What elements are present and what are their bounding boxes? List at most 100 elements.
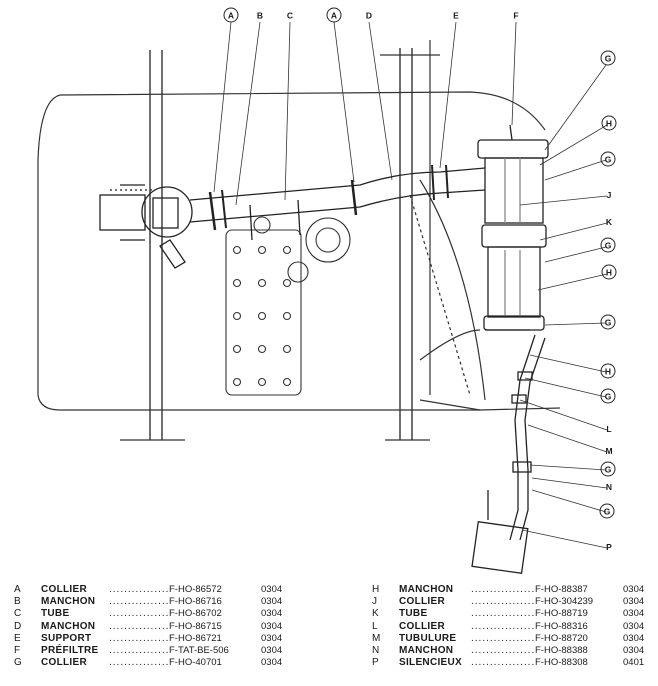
part-code: M [372,632,381,644]
callout-top-b: B [257,11,263,21]
part-qty: 0304 [623,608,645,620]
part-code: A [14,584,21,595]
part-qty: 0304 [623,645,645,657]
leader-dots: .................. [471,608,535,620]
leader-dots: .................. [109,645,169,657]
part-ref: F-HO-88719 [535,608,588,620]
callout-label: M [605,446,612,456]
prefilter-assembly [99,184,193,269]
part-qty: 0304 [623,584,645,595]
legend-row: E SUPPORT .................. F-HO-86721 … [14,633,314,645]
part-ref: F-HO-86721 [169,632,222,644]
engine-block [225,216,351,396]
part-name: MANCHON [41,596,96,608]
callout-right-g-7: G [599,503,615,519]
intake-tube [189,164,486,241]
callout-right-g-3: G [600,237,616,253]
part-qty: 0304 [623,620,645,632]
callout-label: P [606,542,612,552]
part-qty: 0304 [623,596,645,608]
leader-dots: .................. [471,657,535,669]
part-name: COLLIER [399,620,445,632]
callout-label: K [606,217,613,227]
callout-label: D [366,11,372,21]
part-code: B [14,596,21,608]
legend-row: H MANCHON .................. F-HO-88387 … [372,584,658,596]
leader-dots: .................. [471,632,535,644]
part-code: C [14,608,22,620]
legend-row: M TUBULURE .................. F-HO-88720… [372,633,658,645]
callout-right-g-6: G [600,461,616,477]
callout-top-a-2: A [326,7,342,23]
callout-label: G [605,54,612,64]
part-ref: F-HO-86715 [169,620,222,632]
part-code: N [372,645,380,657]
leader-dots: .................. [109,584,169,595]
part-name: MANCHON [41,620,96,632]
callout-right-n: N [606,482,612,492]
part-ref: F-HO-86702 [169,608,222,620]
leader-dots: .................. [471,584,535,595]
part-ref: F-HO-88387 [535,584,588,595]
callout-right-g-4: G [600,314,616,330]
leader-dots: .................. [471,620,535,632]
callout-right-m: M [605,446,612,456]
part-name: SUPPORT [41,632,92,644]
callout-label: H [605,367,611,377]
legend-row: K TUBE .................. F-HO-88719 030… [372,608,658,620]
callout-top-f: F [513,11,518,21]
exhaust-pipe [471,334,546,574]
legend-row: P SILENCIEUX .................. F-HO-883… [372,657,658,669]
part-qty: 0304 [261,596,283,608]
callout-right-k: K [606,217,613,227]
part-code: L [372,620,378,632]
callout-label: C [287,11,293,21]
leader-dots: .................. [109,596,169,608]
part-ref: F-HO-86572 [169,584,222,595]
callout-label: A [331,11,337,21]
callout-top-e: E [453,11,459,21]
parts-legend-left: A COLLIER .................. F-HO-86572 … [14,584,314,669]
callout-label: A [228,11,234,21]
legend-row: C TUBE .................. F-HO-86702 030… [14,608,314,620]
legend-row: J COLLIER .................. F-HO-304239… [372,596,658,608]
part-name: COLLIER [399,596,445,608]
body-outline [37,40,561,441]
part-name: SILENCIEUX [399,657,463,669]
part-code: J [372,596,377,608]
part-code: F [14,645,21,657]
leader-dots: .................. [109,608,169,620]
callout-label: B [257,11,263,21]
leader-dots: .................. [471,645,535,657]
part-ref: F-TAT-BE-506 [169,645,229,657]
callout-right-g-1: G [600,50,616,66]
callout-right-h-2: H [601,264,617,280]
legend-row: B MANCHON .................. F-HO-86716 … [14,596,314,608]
callout-top-a-1: A [223,7,239,23]
part-code: G [14,657,22,669]
callout-label: G [605,155,612,165]
part-qty: 0304 [261,645,283,657]
callout-label: F [513,11,518,21]
legend-row: L COLLIER .................. F-HO-88316 … [372,621,658,633]
part-qty: 0304 [261,584,283,595]
part-qty: 0304 [623,632,645,644]
part-name: PRÉFILTRE [41,645,99,657]
callout-label: E [453,11,459,21]
part-ref: F-HO-88308 [535,657,588,669]
part-name: TUBE [41,608,70,620]
part-ref: F-HO-88720 [535,632,588,644]
exploded-parts-diagram: A B C A D E F G H G J K G H [37,7,617,574]
part-ref: F-HO-40701 [169,657,222,669]
part-qty: 0304 [261,632,283,644]
part-name: COLLIER [41,657,87,669]
part-qty: 0401 [623,657,645,669]
callout-label: L [606,424,611,434]
legend-row: D MANCHON .................. F-HO-86715 … [14,621,314,633]
callout-right-j: J [607,190,612,200]
part-ref: F-HO-86716 [169,596,222,608]
part-ref: F-HO-88316 [535,620,588,632]
leader-dots: .................. [109,620,169,632]
legend-row: N MANCHON .................. F-HO-88388 … [372,645,658,657]
part-name: COLLIER [41,584,87,595]
